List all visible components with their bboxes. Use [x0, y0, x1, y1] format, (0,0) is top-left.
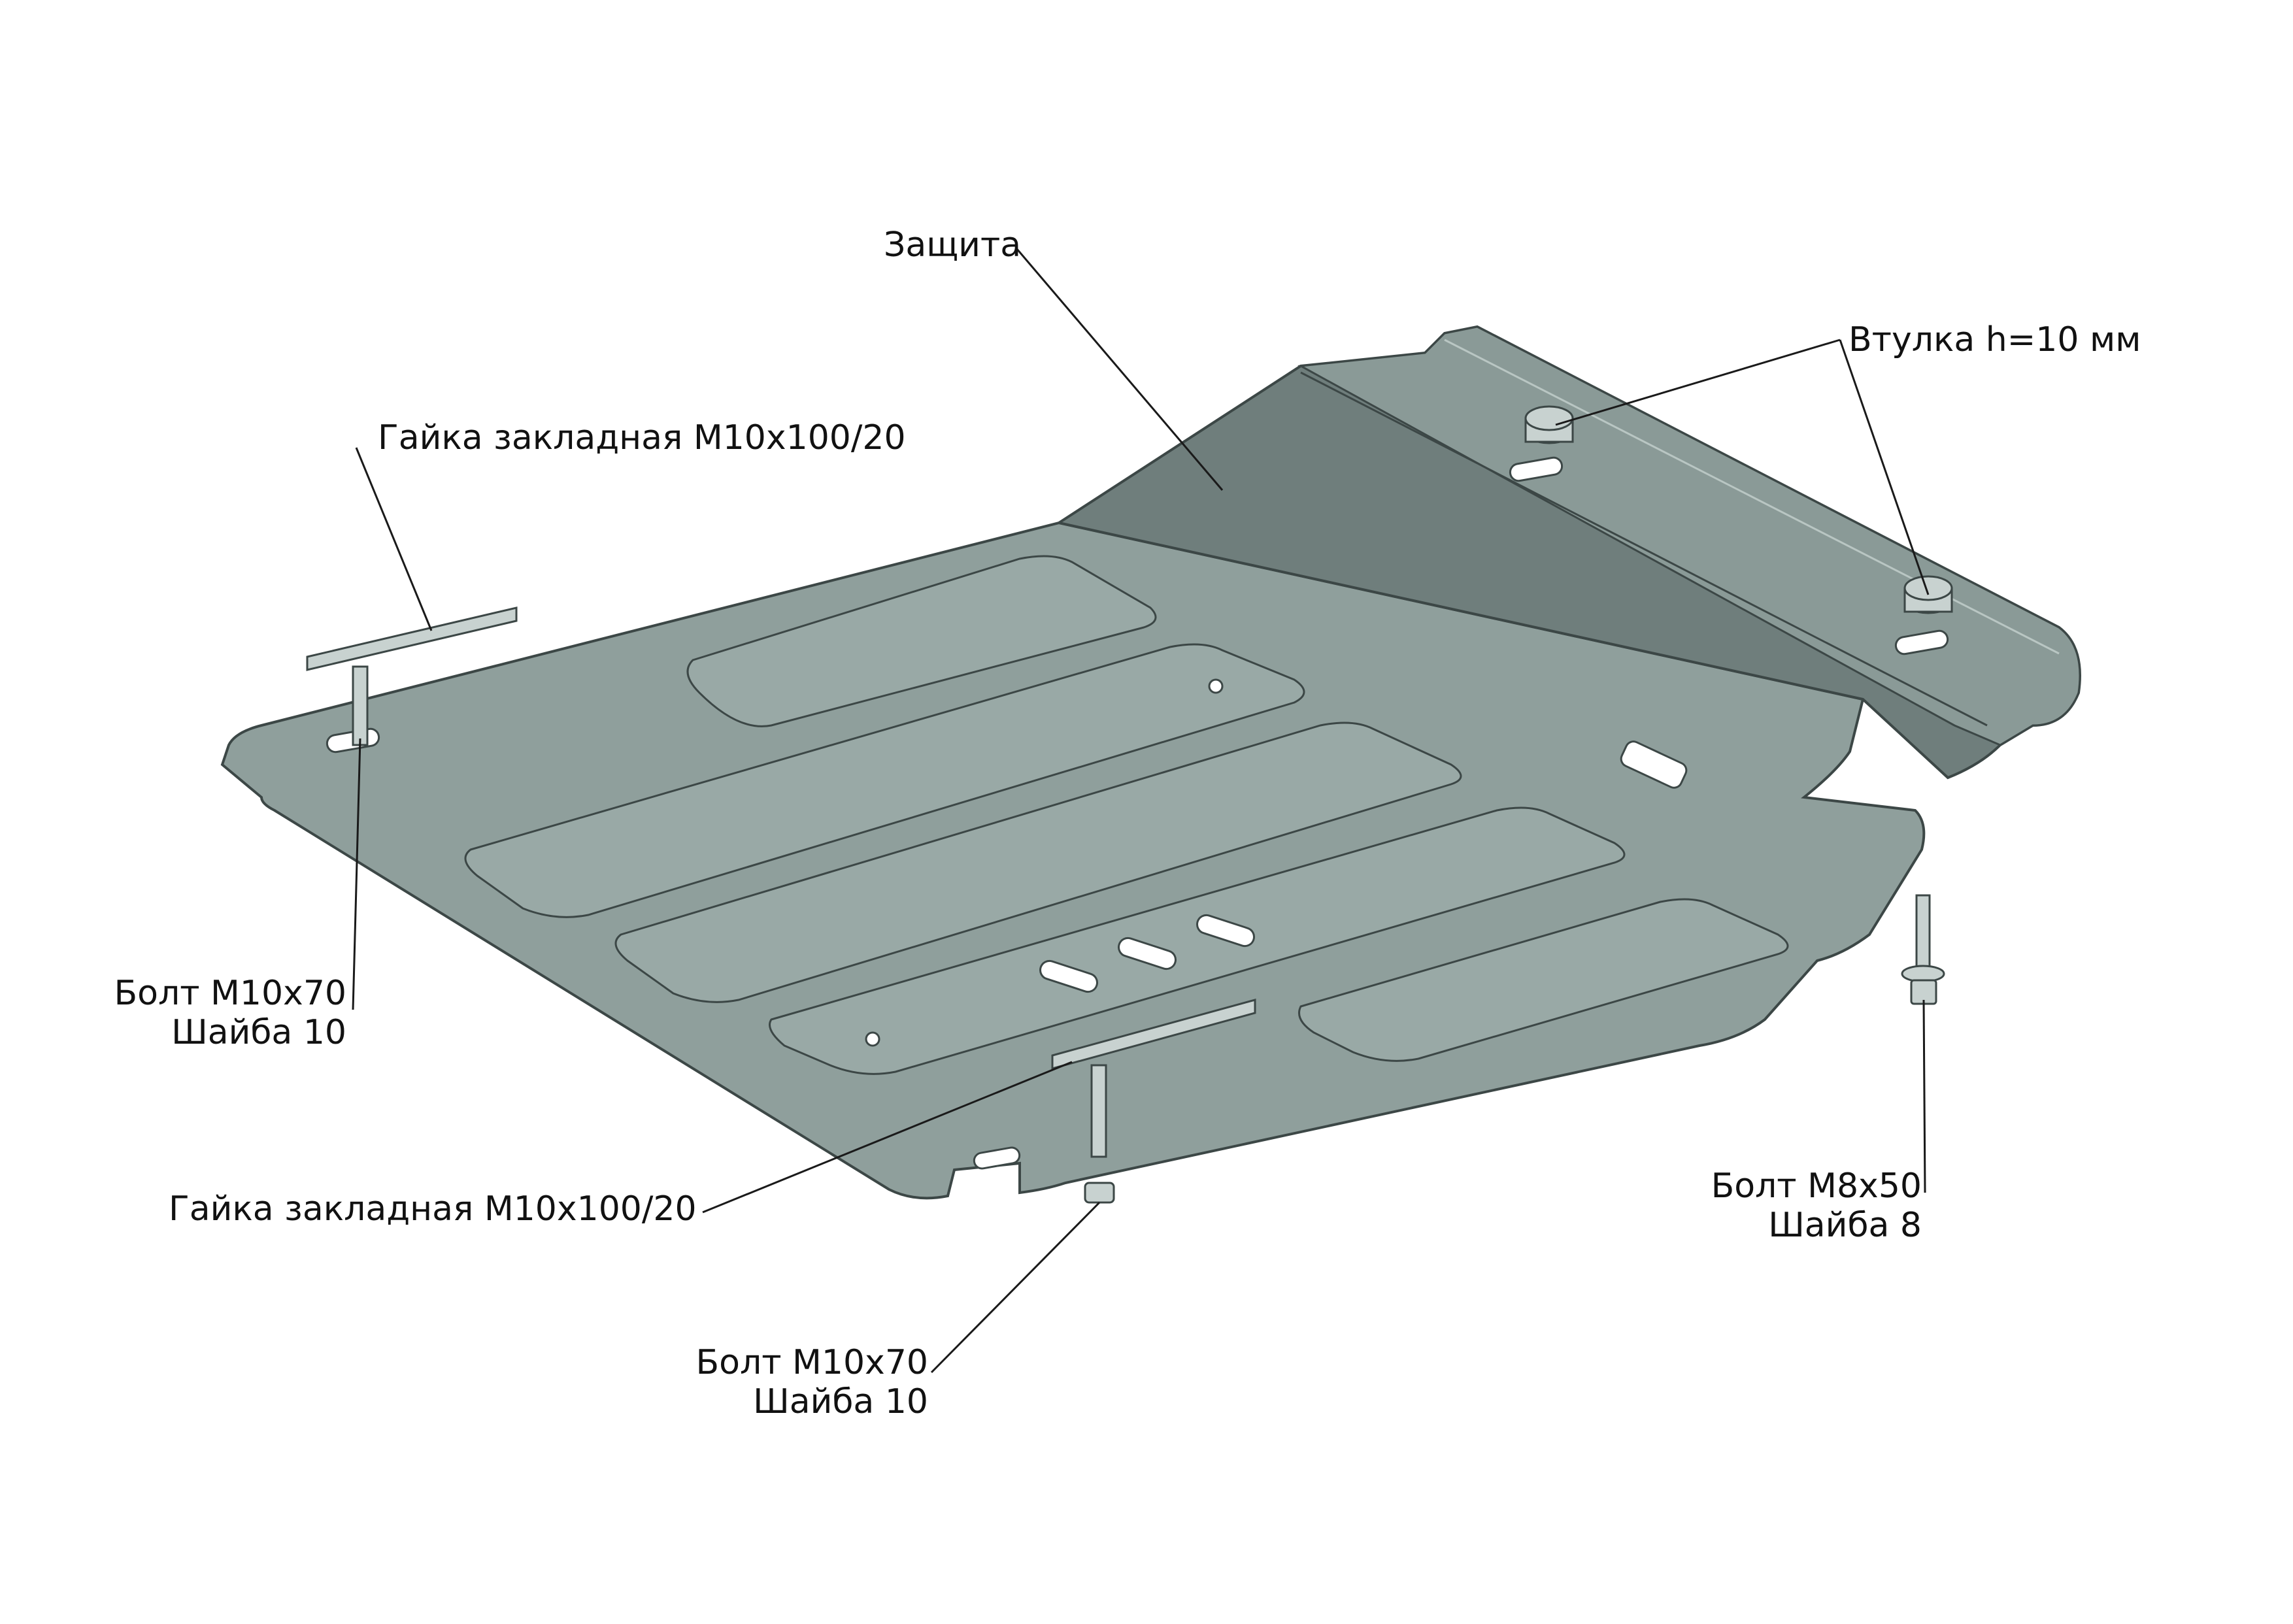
nut-bar-bottom — [1051, 999, 1256, 1070]
label-bolt-left: Болт М10х70 Шайба 10 — [85, 974, 346, 1052]
slot-rear-2 — [1894, 629, 1949, 655]
label-bushing: Втулка h=10 мм — [1849, 320, 2141, 359]
bolts — [352, 665, 1945, 1204]
bushings — [1524, 405, 1953, 614]
slot-2 — [1118, 936, 1177, 970]
slot-1 — [1039, 959, 1098, 993]
leader-nut-bottom — [702, 1061, 1073, 1214]
mounting-slots — [326, 456, 1949, 1170]
label-bolt-right: Болт М8х50 Шайба 8 — [1660, 1167, 1922, 1245]
slot-bottom — [973, 1146, 1021, 1170]
bolt-left-shank — [352, 665, 369, 746]
label-bolt-right-line1: Болт М8х50 — [1711, 1167, 1922, 1206]
leader-nut-top — [355, 447, 433, 631]
label-bolt-bottom-line2: Шайба 10 — [753, 1382, 928, 1421]
rib-1 — [686, 555, 1157, 727]
hole-2 — [865, 1031, 880, 1047]
bushing-1-top — [1524, 405, 1574, 431]
stiffening-ribs — [464, 555, 1789, 1075]
label-bolt-left-line2: Шайба 10 — [171, 1013, 346, 1052]
leader-lines — [352, 248, 1930, 1374]
label-bolt-left-line1: Болт М10х70 — [114, 974, 346, 1013]
bolt-bottom-head — [1084, 1182, 1115, 1204]
label-bolt-right-line2: Шайба 8 — [1768, 1206, 1922, 1245]
leader-bushing-2 — [1839, 339, 1930, 595]
bushing-2-top — [1903, 575, 1953, 601]
slot-center — [1620, 740, 1688, 789]
bolt-right-washer — [1901, 965, 1945, 983]
label-shield: Защита — [884, 225, 1022, 265]
skid-plate-rear-flange — [1297, 325, 2081, 746]
bolt-bottom-shank — [1090, 1064, 1107, 1158]
leader-bolt-bottom — [930, 1201, 1101, 1374]
label-nut-top: Гайка закладная М10х100/20 — [378, 418, 906, 457]
label-bolt-bottom-line1: Болт М10х70 — [695, 1343, 928, 1382]
flange-fold-line — [1300, 371, 1988, 727]
leader-bolt-left — [352, 738, 361, 1010]
nut-bar-top — [306, 606, 518, 671]
label-nut-bottom: Гайка закладная М10х100/20 — [169, 1189, 697, 1229]
hole-1 — [1208, 678, 1224, 694]
rib-4 — [769, 806, 1626, 1075]
embedded-nuts — [306, 606, 1256, 1070]
slot-3 — [1196, 914, 1255, 948]
rib-3 — [614, 721, 1462, 1003]
leader-bushing-1 — [1555, 339, 1841, 426]
slot-rear-1 — [1509, 456, 1564, 482]
flange-fold-line-2 — [1444, 339, 2060, 655]
label-bolt-bottom: Болт М10х70 Шайба 10 — [667, 1343, 928, 1421]
rib-2 — [464, 643, 1305, 918]
leader-bolt-right — [1922, 999, 1926, 1193]
leader-shield — [1015, 248, 1224, 491]
rib-5 — [1298, 898, 1789, 1062]
bolt-right-shank — [1915, 894, 1931, 969]
